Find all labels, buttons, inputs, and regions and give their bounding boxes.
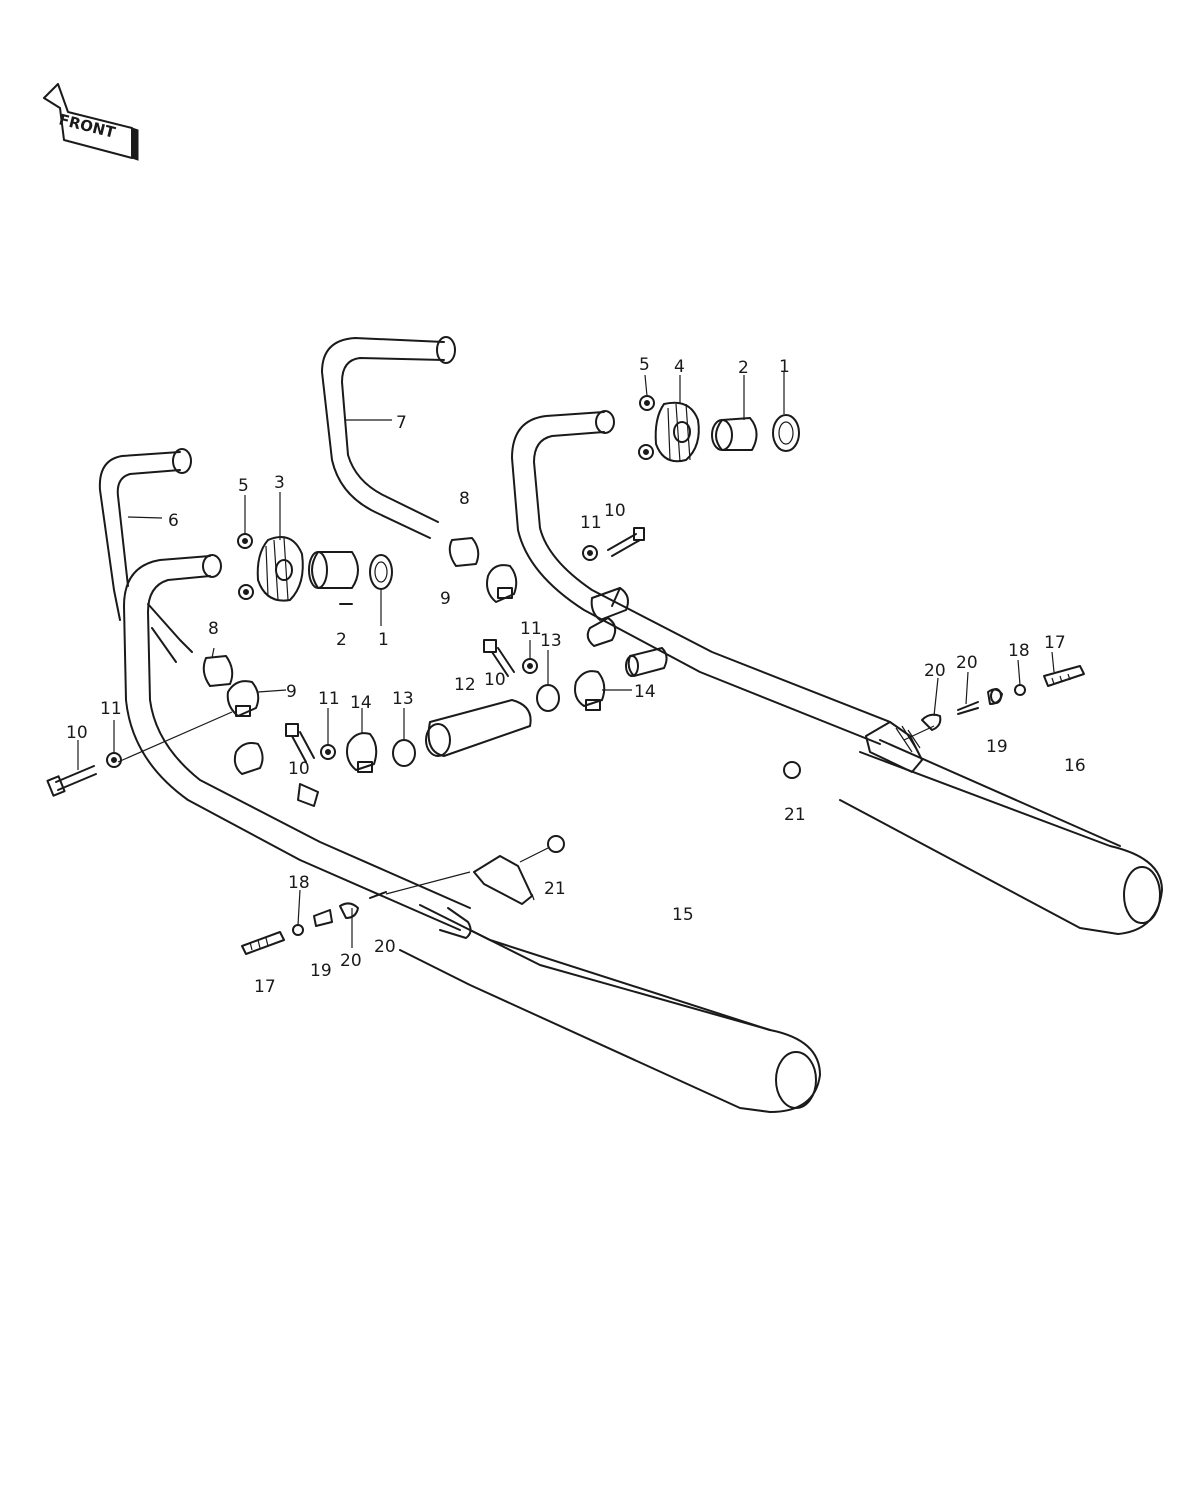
callout-20-left-a: 20 — [340, 951, 362, 971]
callout-10-upper: 10 — [604, 501, 626, 521]
callout-9-upper: 9 — [440, 589, 451, 609]
bolt-upper-right — [607, 527, 645, 557]
connector-sleeve-left — [392, 739, 416, 767]
connector-pipe — [425, 699, 532, 757]
mount-hardware-left — [241, 891, 387, 955]
callout-14-left: 14 — [350, 693, 372, 713]
connector-clamp-left — [346, 732, 378, 773]
collar-left — [308, 551, 359, 605]
exhaust-flange-right — [654, 401, 700, 463]
clamp-upper — [486, 564, 518, 603]
sleeve-left — [202, 655, 234, 687]
callout-19-right: 19 — [986, 737, 1008, 757]
callout-20-right-b: 20 — [924, 661, 946, 681]
callout-10-center: 10 — [484, 670, 506, 690]
callout-20-left-b: 20 — [374, 937, 396, 957]
callout-11-center-left: 11 — [318, 689, 340, 709]
gasket-left — [369, 554, 393, 590]
callout-9-left: 9 — [286, 682, 297, 702]
clamp-left — [226, 680, 260, 717]
bolt-far-left — [46, 765, 97, 797]
nut-center-left — [320, 744, 336, 760]
muffler-left — [399, 904, 821, 1113]
callout-6: 6 — [168, 511, 179, 531]
header-pipe-upper-left — [321, 336, 456, 539]
connector-sleeve-right — [536, 684, 560, 712]
collar-right — [711, 417, 758, 451]
callout-21-right: 21 — [784, 805, 806, 825]
callout-13-left: 13 — [392, 689, 414, 709]
callout-5-right: 5 — [639, 355, 650, 375]
leader-lines — [77, 372, 1055, 948]
header-pipe-left-front — [123, 554, 471, 931]
callout-10-far-left: 10 — [66, 723, 88, 743]
bolt-center — [483, 639, 515, 677]
connector-clamp-right — [574, 670, 606, 711]
callout-labels: 1 2 4 5 7 11 10 5 3 6 8 9 8 2 1 11 13 12… — [66, 355, 1086, 997]
muffler-right — [839, 721, 1163, 935]
front-direction-badge: FRONT — [43, 83, 139, 161]
front-label: FRONT — [57, 110, 118, 142]
callout-12: 12 — [454, 675, 476, 695]
mount-hardware-right — [921, 665, 1085, 731]
sleeve-upper — [448, 537, 480, 567]
callout-7: 7 — [396, 413, 407, 433]
callout-18-right: 18 — [1008, 641, 1030, 661]
gasket-right — [772, 414, 800, 452]
callout-19-left: 19 — [310, 961, 332, 981]
clamp-left-lower — [233, 742, 319, 807]
callout-17-left: 17 — [254, 977, 276, 997]
washer-left — [547, 835, 565, 853]
callout-18-left: 18 — [288, 873, 310, 893]
bolt-center-left — [285, 723, 315, 763]
callout-15: 15 — [672, 905, 694, 925]
muffler-bracket-left — [473, 855, 533, 905]
callout-8-left: 8 — [208, 619, 219, 639]
callout-8-upper: 8 — [459, 489, 470, 509]
callout-11-far-left: 11 — [100, 699, 122, 719]
callout-1-right: 1 — [779, 357, 790, 377]
callout-20-right-a: 20 — [956, 653, 978, 673]
nut-upper-right — [582, 545, 598, 561]
callout-4: 4 — [674, 357, 685, 377]
header-pipe-left — [98, 448, 192, 621]
callout-2-right: 2 — [738, 358, 749, 378]
left-branch-pipe — [147, 603, 193, 663]
flange-nuts-left — [237, 533, 254, 600]
nut-center — [522, 658, 538, 674]
callout-21-left: 21 — [544, 879, 566, 899]
flange-nuts-right — [638, 395, 655, 460]
callout-1-left: 1 — [378, 630, 389, 650]
callout-13-right: 13 — [540, 631, 562, 651]
callout-2-left: 2 — [336, 630, 347, 650]
callout-17-right: 17 — [1044, 633, 1066, 653]
callout-14-right: 14 — [634, 682, 656, 702]
callout-11-center: 11 — [520, 619, 542, 639]
exhaust-flange-left — [256, 536, 304, 602]
callout-3: 3 — [274, 473, 285, 493]
washer-right — [783, 761, 801, 779]
header-pipe-right — [511, 410, 891, 745]
callout-10-lower: 10 — [288, 759, 310, 779]
nut-far-left — [106, 752, 122, 768]
callout-16: 16 — [1064, 756, 1086, 776]
callout-5-left: 5 — [238, 476, 249, 496]
right-crossover-sleeve — [586, 587, 668, 677]
callout-11-upper: 11 — [580, 513, 602, 533]
